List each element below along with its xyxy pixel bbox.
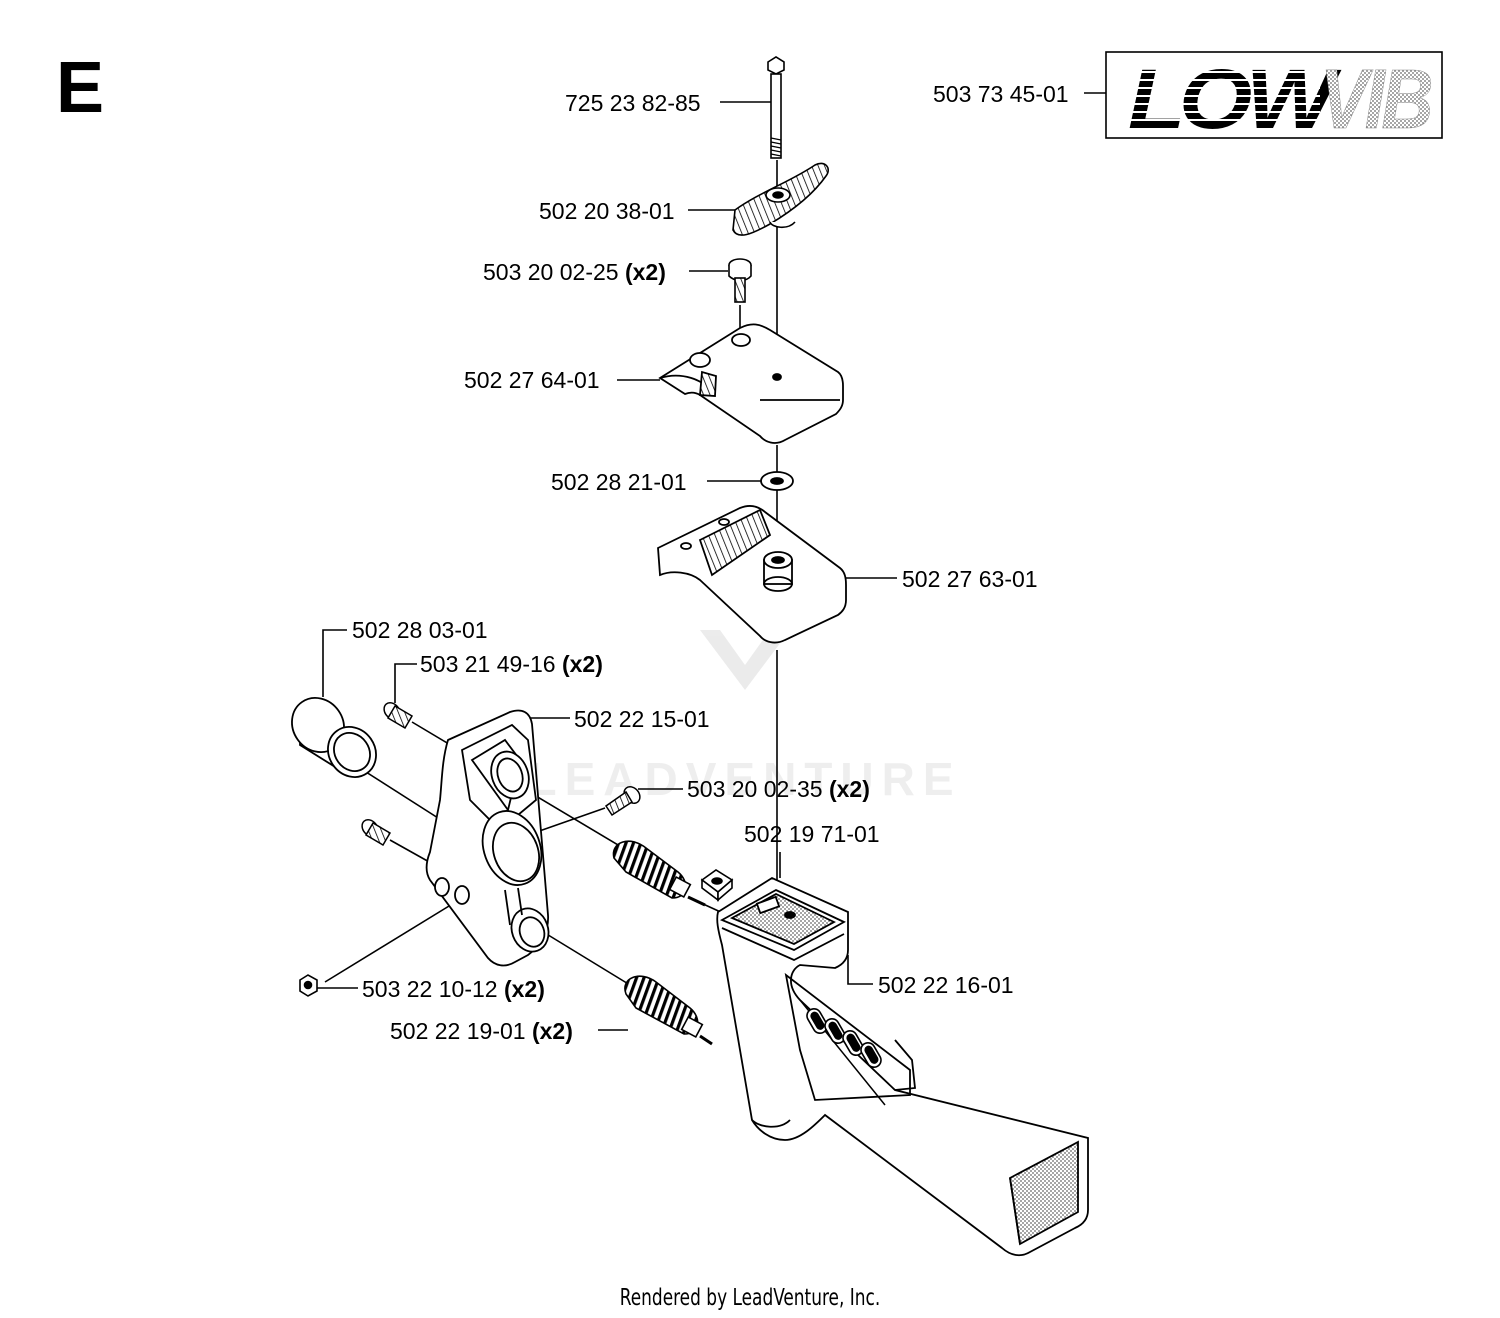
part-label-502-20-38-01[interactable]: 502 20 38-01: [539, 198, 675, 224]
long-bolt: [767, 56, 785, 159]
screw-middle: [604, 786, 641, 817]
part-labels: 725 23 82-85 503 73 45-01 502 20 38-01 5…: [352, 81, 1069, 1044]
screw-left-upper: [383, 702, 414, 730]
part-label-502-27-63-01[interactable]: 502 27 63-01: [902, 566, 1038, 592]
section-letter: E: [56, 48, 105, 128]
watermark-text: LEADVENTURE: [528, 753, 961, 805]
spring-lower: [624, 975, 713, 1046]
part-label-503-20-02-25[interactable]: 503 20 02-25 (x2): [483, 259, 666, 285]
part-label-502-27-64-01[interactable]: 502 27 64-01: [464, 367, 600, 393]
washer: [760, 471, 794, 491]
part-label-503-20-02-35[interactable]: 503 20 02-35 (x2): [687, 776, 870, 802]
hex-nut: [299, 974, 318, 997]
svg-text:LOW: LOW: [1128, 52, 1342, 146]
handle: [716, 876, 1089, 1257]
wing-knob: [732, 162, 830, 236]
part-label-502-22-19-01[interactable]: 502 22 19-01 (x2): [390, 1018, 573, 1044]
part-label-503-22-10-12[interactable]: 503 22 10-12 (x2): [362, 976, 545, 1002]
screw-small-top: [728, 258, 752, 303]
watermark: LEADVENTURE: [528, 630, 961, 805]
low-vib-logo: LOW VIB: [1105, 51, 1443, 146]
screw-left-lower: [361, 819, 392, 847]
bracket: [425, 709, 550, 967]
bushing: [291, 697, 377, 778]
part-label-502-22-15-01[interactable]: 502 22 15-01: [574, 706, 710, 732]
part-label-502-19-71-01[interactable]: 502 19 71-01: [744, 821, 880, 847]
part-label-502-22-16-01[interactable]: 502 22 16-01: [878, 972, 1014, 998]
lower-clamp: [657, 505, 847, 644]
part-label-502-28-21-01[interactable]: 502 28 21-01: [551, 469, 687, 495]
footer-credit: Rendered by LeadVenture, Inc.: [619, 1285, 881, 1311]
spring-upper: [612, 840, 706, 907]
part-label-725-23-82-85[interactable]: 725 23 82-85: [565, 90, 701, 116]
part-label-503-73-45-01[interactable]: 503 73 45-01: [933, 81, 1069, 107]
square-nut: [700, 869, 734, 902]
svg-text:VIB: VIB: [1320, 52, 1431, 146]
part-label-503-21-49-16[interactable]: 503 21 49-16 (x2): [420, 651, 603, 677]
part-label-502-28-03-01[interactable]: 502 28 03-01: [352, 617, 488, 643]
upper-clamp: [658, 323, 844, 444]
